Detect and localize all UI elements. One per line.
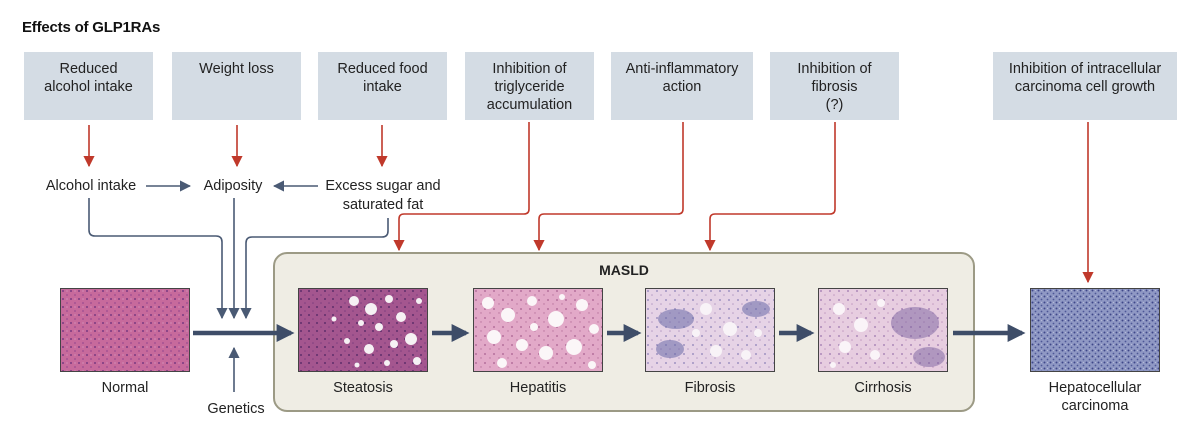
stage-label-steatosis: Steatosis — [333, 380, 393, 396]
tissue-image-hepatitis — [473, 288, 603, 372]
effect-box-inhibition-carcinoma-growth: Inhibition of intracellular carcinoma ce… — [993, 52, 1177, 120]
stage-label-fibrosis: Fibrosis — [684, 380, 736, 396]
factor-excess-sugar-fat: Excess sugar and saturated fat — [325, 178, 441, 213]
factor-adiposity: Adiposity — [203, 178, 263, 194]
tissue-image-normal — [60, 288, 190, 372]
effect-box-inhibition-triglyceride: Inhibition of triglyceride accumulation — [465, 52, 594, 120]
tissue-image-steatosis — [298, 288, 428, 372]
figure-title: Effects of GLP1RAs — [22, 19, 161, 36]
masld-label: MASLD — [599, 262, 649, 278]
effect-box-anti-inflammatory: Anti-inflammatory action — [611, 52, 753, 120]
effect-box-inhibition-fibrosis: Inhibition of fibrosis (?) — [770, 52, 899, 120]
effect-box-reduced-food-intake: Reduced food intake — [318, 52, 447, 120]
causal-arrow-alcohol-down — [88, 198, 228, 320]
tissue-image-fibrosis — [645, 288, 775, 372]
stage-label-normal: Normal — [101, 380, 149, 396]
inhibition-arrow-fibrosis — [704, 122, 836, 252]
stage-label-cirrhosis: Cirrhosis — [854, 380, 912, 396]
factor-alcohol-intake: Alcohol intake — [45, 178, 137, 194]
causal-arrow-sugar-down — [240, 218, 389, 320]
tissue-image-hepatocellular-carcinoma — [1030, 288, 1160, 372]
stage-label-hepatocellular-carcinoma: Hepatocellular carcinoma — [1048, 380, 1142, 414]
inhibition-arrow-triglyceride — [393, 122, 530, 252]
effect-box-reduced-alcohol-intake: Reduced alcohol intake — [24, 52, 153, 120]
tissue-image-cirrhosis — [818, 288, 948, 372]
stage-label-hepatitis: Hepatitis — [509, 380, 567, 396]
factor-genetics: Genetics — [207, 401, 265, 417]
effect-box-weight-loss: Weight loss — [172, 52, 301, 120]
inhibition-arrow-anti-inflammatory — [533, 122, 684, 252]
